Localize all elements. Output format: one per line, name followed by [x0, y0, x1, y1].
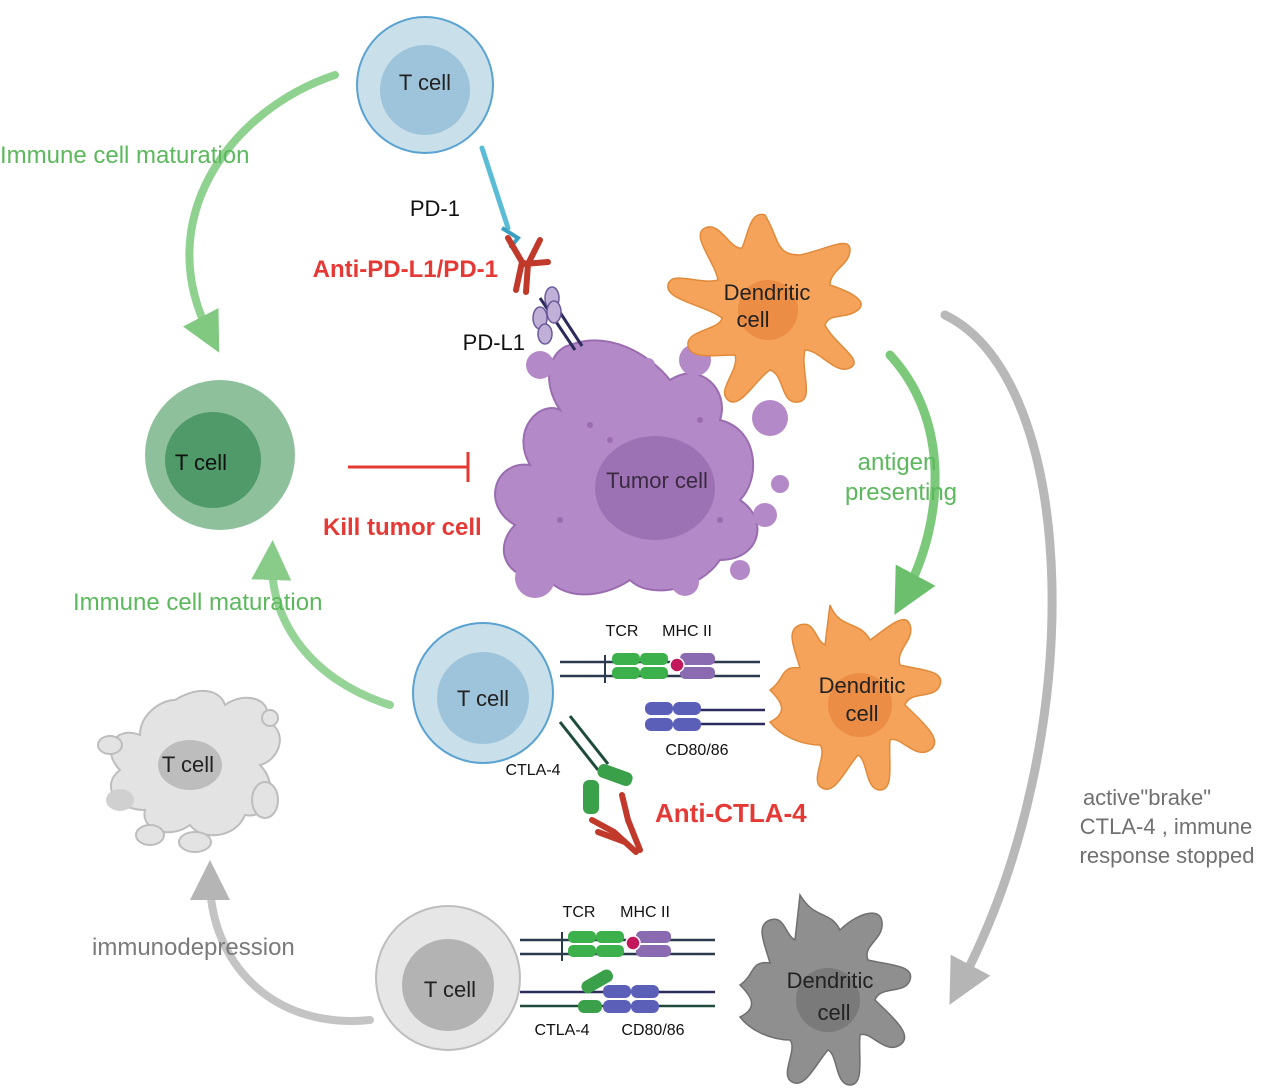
immunodepression-arrow — [190, 860, 374, 1025]
t-cell-top: T cell — [356, 16, 494, 154]
dendritic-bottom-label-2: cell — [817, 1000, 850, 1025]
t-cell-active: T cell — [145, 380, 295, 530]
cd80-middle — [645, 702, 765, 731]
tumor-cell: Tumor cell — [494, 339, 789, 598]
antigen-label-2: presenting — [845, 479, 957, 506]
cd80-label-bottom: CD80/86 — [621, 1022, 684, 1039]
pdl1-label: PD-L1 — [463, 330, 525, 355]
maturation-label-top: Immune cell maturation — [0, 142, 249, 169]
dendritic-bottom-label-1: Dendritic — [787, 968, 874, 993]
t-cell-exhausted: T cell — [97, 689, 281, 853]
immunodepression-label: immunodepression — [92, 934, 295, 961]
tcr-mhc-complex-middle — [560, 653, 760, 683]
maturation-arrow-top — [183, 71, 339, 353]
tumor-cell-label: Tumor cell — [606, 468, 708, 493]
t-cell-active-label: T cell — [175, 450, 227, 475]
pd1-receptor — [479, 145, 521, 250]
mhc-label-bottom: MHC II — [620, 904, 670, 921]
ctla4-middle — [558, 715, 633, 814]
anti-pd-antibody — [505, 235, 551, 295]
dendritic-cell-middle: Dendritic cell — [768, 602, 942, 791]
maturation-label-middle: Immune cell maturation — [73, 589, 322, 616]
t-cell-exhausted-label: T cell — [162, 752, 214, 777]
anti-pd-label: Anti-PD-L1/PD-1 — [313, 256, 498, 283]
brake-arrow — [940, 310, 1057, 1005]
antigen-presenting-arrow — [885, 350, 940, 615]
dendritic-middle-label-2: cell — [845, 701, 878, 726]
tcr-mhc-complex-bottom — [520, 931, 715, 961]
t-cell-bottom: T cell — [375, 905, 521, 1051]
t-cell-middle: T cell — [412, 622, 554, 764]
dendritic-middle-label-1: Dendritic — [819, 673, 906, 698]
anti-ctla4-label: Anti-CTLA-4 — [655, 798, 807, 828]
kill-tumor-label: Kill tumor cell — [323, 514, 482, 541]
kill-inhibition-symbol — [348, 452, 470, 482]
t-cell-middle-label: T cell — [457, 686, 509, 711]
cd80-label-middle: CD80/86 — [665, 742, 728, 759]
pd1-label: PD-1 — [410, 196, 460, 221]
antigen-label-1: antigen — [858, 449, 937, 476]
dendritic-cell-bottom: Dendritic cell — [738, 892, 912, 1086]
ctla4-label-middle: CTLA-4 — [505, 762, 560, 779]
t-cell-bottom-label: T cell — [424, 977, 476, 1002]
brake-label-3: response stopped — [1080, 843, 1255, 868]
brake-label-2: CTLA-4 , immune — [1080, 814, 1252, 839]
dendritic-top-label-2: cell — [736, 307, 769, 332]
ctla4-cd80-bottom — [520, 969, 715, 1013]
dendritic-top-label-1: Dendritic — [724, 280, 811, 305]
t-cell-top-label: T cell — [399, 70, 451, 95]
pdl1-ligand — [532, 286, 584, 351]
tcr-label-bottom: TCR — [563, 904, 596, 921]
ctla4-label-bottom: CTLA-4 — [534, 1022, 589, 1039]
brake-label-1: active"brake" — [1083, 785, 1211, 810]
dendritic-cell-top: Dendritic cell — [667, 213, 862, 403]
mhc-label-middle: MHC II — [662, 623, 712, 640]
tcr-label-middle: TCR — [606, 623, 639, 640]
anti-ctla4-antibody — [589, 792, 643, 855]
maturation-arrow-middle — [251, 540, 394, 709]
